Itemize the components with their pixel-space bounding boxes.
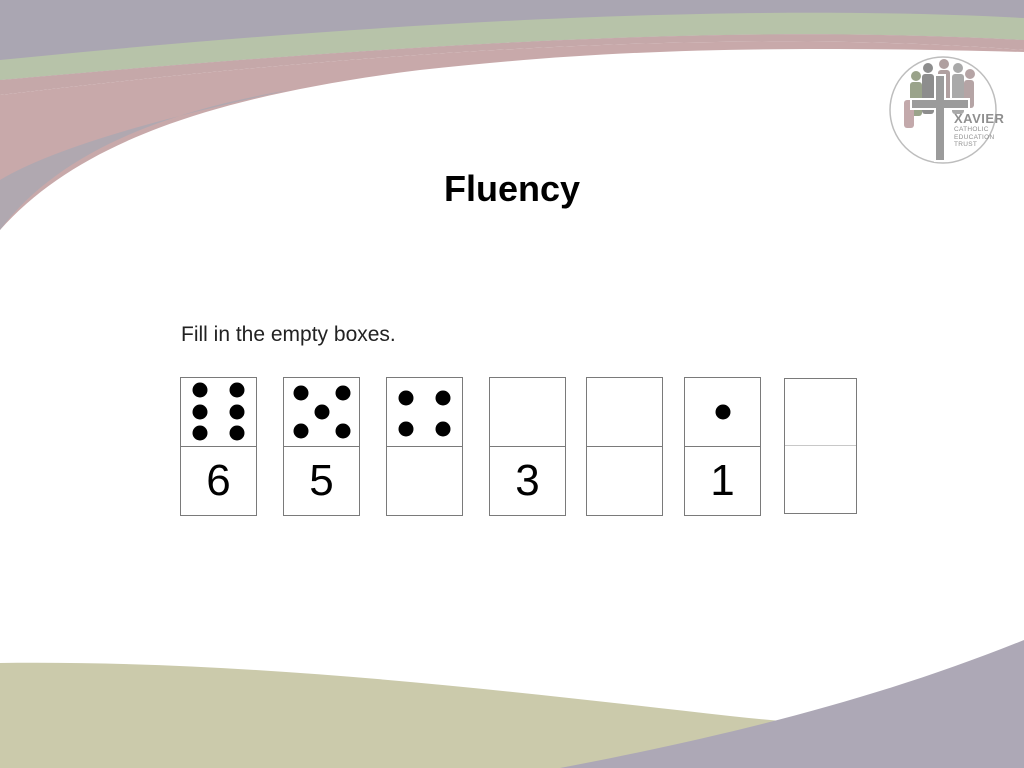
domino-dot xyxy=(229,425,245,441)
slide-title: Fluency xyxy=(443,168,581,209)
domino-dot xyxy=(229,382,245,398)
domino-dots-half xyxy=(387,378,462,447)
domino-dots-half-empty[interactable] xyxy=(490,378,565,447)
domino-dot xyxy=(335,423,350,439)
domino-dot xyxy=(192,382,208,398)
domino-dots-half-empty[interactable] xyxy=(785,379,856,446)
domino-dot xyxy=(715,404,730,420)
left-band-gray xyxy=(0,90,290,230)
domino-dot xyxy=(192,425,208,441)
domino-number-box[interactable]: 6 xyxy=(181,447,256,516)
logo-sub-line: EDUCATION xyxy=(954,133,995,141)
domino-dot xyxy=(192,404,208,420)
domino-dots-half-empty[interactable] xyxy=(587,378,662,447)
logo-sub-line: TRUST xyxy=(954,141,978,148)
logo-name: XAVIER xyxy=(954,111,1005,126)
domino-number-box: 1 xyxy=(685,447,760,516)
instruction-text: Fill in the empty boxes. xyxy=(181,323,396,346)
domino-number-box-empty[interactable] xyxy=(785,446,856,513)
domino-number: 1 xyxy=(710,455,735,505)
domino-3 xyxy=(386,377,463,516)
logo-sub-line: CATHOLIC xyxy=(954,126,989,133)
domino-number-box-empty[interactable] xyxy=(587,447,662,516)
domino-number xyxy=(387,447,462,516)
domino-number-box: 3 xyxy=(490,447,565,516)
domino-dot xyxy=(293,385,308,401)
xavier-logo: XAVIER CATHOLIC EDUCATION TRUST xyxy=(888,54,1018,170)
domino-2: 5 xyxy=(283,377,360,516)
domino-7 xyxy=(784,378,857,514)
logo-subtitle: CATHOLIC EDUCATION TRUST xyxy=(954,126,1004,149)
left-band-rose xyxy=(0,41,1024,230)
domino-number xyxy=(587,447,662,516)
logo-emblem-icon xyxy=(889,56,997,164)
logo-text: XAVIER CATHOLIC EDUCATION TRUST xyxy=(954,112,1004,149)
domino-dot xyxy=(314,404,329,420)
domino-dot xyxy=(229,404,245,420)
top-band-green xyxy=(0,12,1024,80)
domino-dots-half xyxy=(181,378,256,447)
top-band-rose xyxy=(0,34,1024,95)
domino-number-box[interactable]: 5 xyxy=(284,447,359,516)
domino-5 xyxy=(586,377,663,516)
domino-number xyxy=(785,446,856,513)
domino-4: 3 xyxy=(489,377,566,516)
domino-dot xyxy=(293,423,308,439)
domino-dot xyxy=(435,421,451,437)
domino-dot xyxy=(435,390,451,406)
domino-number: 6 xyxy=(206,455,231,505)
domino-dot xyxy=(398,421,414,437)
domino-1: 6 xyxy=(180,377,257,516)
domino-number: 5 xyxy=(309,455,334,505)
domino-dots-half xyxy=(284,378,359,447)
domino-number-box-empty[interactable] xyxy=(387,447,462,516)
domino-number: 3 xyxy=(515,455,540,505)
domino-dot xyxy=(398,390,414,406)
domino-6: 1 xyxy=(684,377,761,516)
bottom-band-gray xyxy=(560,640,1024,768)
domino-dot xyxy=(335,385,350,401)
domino-dots-half xyxy=(685,378,760,447)
